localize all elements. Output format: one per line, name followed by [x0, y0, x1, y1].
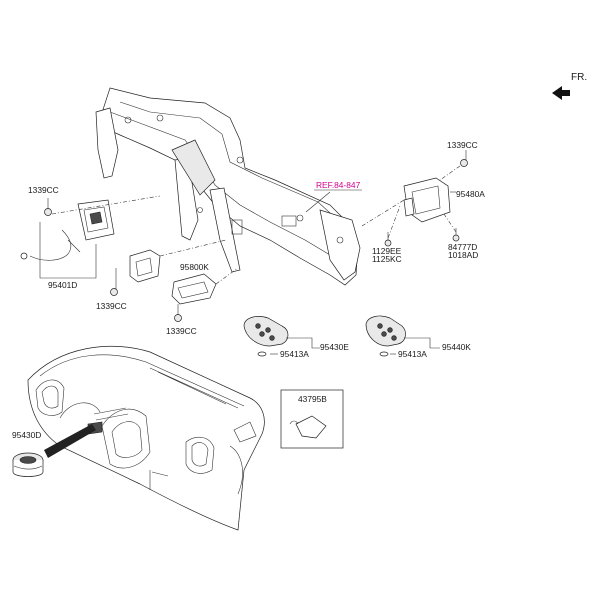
crash-pad: [27, 346, 265, 531]
front-direction-indicator: FR.: [552, 72, 587, 100]
tag-icon: [295, 415, 327, 439]
bolt-icon: [174, 314, 182, 322]
front-arrow-icon: [552, 86, 570, 100]
label-95430e[interactable]: 95430E: [320, 342, 349, 352]
leader-wedge: [44, 424, 96, 458]
label-1018ad[interactable]: 1018AD: [448, 250, 478, 260]
label-95401d[interactable]: 95401D: [48, 280, 77, 290]
label-95413a-left[interactable]: 95413A: [280, 349, 309, 359]
part-95800k: [129, 239, 239, 322]
label-84777d[interactable]: 84777D: [448, 242, 477, 252]
label-95480a[interactable]: 95480A: [456, 189, 485, 199]
label-1339cc-lower[interactable]: 1339CC: [96, 301, 127, 311]
bracket-95800k: [129, 249, 161, 283]
key-ring-icon: [379, 351, 389, 357]
smart-key-icon: [365, 315, 406, 347]
bolt-icon: [44, 208, 52, 216]
label-95413a-right[interactable]: 95413A: [398, 349, 427, 359]
label-1339cc-left[interactable]: 1339CC: [28, 185, 59, 195]
part-95430e: [243, 316, 320, 357]
label-95430d[interactable]: 95430D: [12, 430, 41, 440]
part-95430d: [12, 424, 96, 477]
label-1125kc[interactable]: 1125KC: [372, 254, 402, 264]
front-label: FR.: [571, 72, 587, 83]
part-95480a: [361, 150, 468, 247]
bolt-icon: [110, 288, 118, 296]
label-95440k[interactable]: 95440K: [442, 342, 471, 352]
label-43795b[interactable]: 43795B: [298, 394, 327, 404]
key-ring-icon: [257, 351, 267, 357]
reference-label[interactable]: REF.84-847: [316, 180, 361, 190]
part-95440k: [365, 315, 440, 357]
label-1339cc-right[interactable]: 1339CC: [447, 140, 478, 150]
bolt-icon: [384, 239, 392, 247]
part-43795b: [280, 389, 344, 449]
bolt-icon: [452, 234, 460, 242]
part-95401d: [20, 195, 161, 296]
module-95800k: [171, 273, 217, 305]
dash-cross-member: [95, 87, 361, 286]
label-1129ee[interactable]: 1129EE: [372, 246, 402, 256]
label-1339cc-center[interactable]: 1339CC: [166, 326, 197, 336]
label-95800k[interactable]: 95800K: [180, 262, 209, 272]
bolt-icon: [460, 159, 468, 167]
